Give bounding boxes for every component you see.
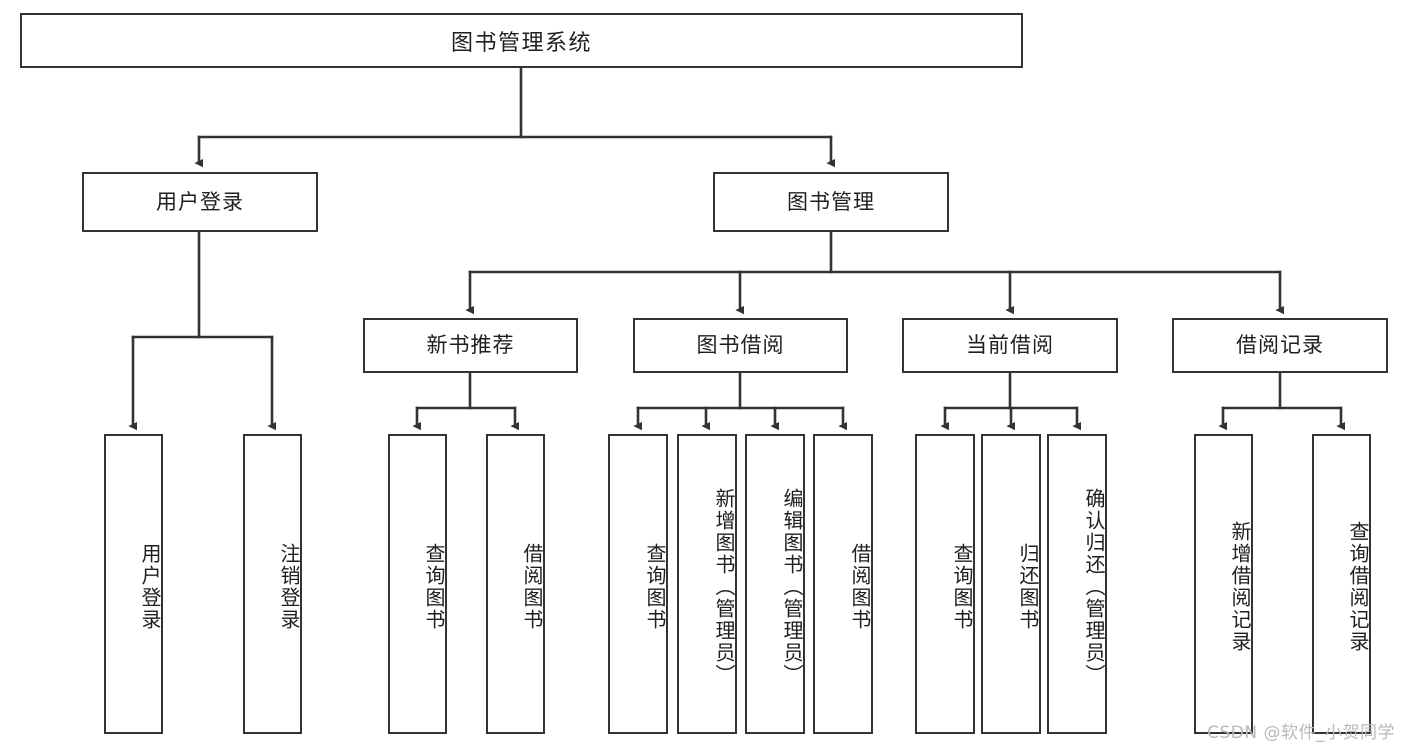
node-label: 确认归还（管理员） bbox=[1082, 488, 1106, 686]
node-label: 查询图书 bbox=[422, 543, 446, 631]
leaf-user-login-signout[interactable]: 注销登录 bbox=[243, 434, 302, 734]
watermark: CSDN @软件_小贺同学 bbox=[1207, 723, 1395, 743]
leaf-user-login-signin[interactable]: 用户登录 bbox=[104, 434, 163, 734]
leaf-newbook-borrow-book[interactable]: 借阅图书 bbox=[486, 434, 545, 734]
leaf-current-query-book[interactable]: 查询图书 bbox=[915, 434, 975, 734]
node-label: 当前借阅 bbox=[966, 333, 1054, 358]
node-label: 归还图书 bbox=[1016, 543, 1040, 631]
node-label: 新书推荐 bbox=[426, 333, 515, 358]
node-current-borrow[interactable]: 当前借阅 bbox=[902, 318, 1118, 373]
node-label: 注销登录 bbox=[277, 543, 301, 631]
node-book-borrow[interactable]: 图书借阅 bbox=[633, 318, 848, 373]
node-book-management[interactable]: 图书管理 bbox=[713, 172, 949, 232]
node-label: 新增借阅记录 bbox=[1228, 521, 1252, 653]
node-user-login[interactable]: 用户登录 bbox=[82, 172, 318, 232]
node-borrow-records[interactable]: 借阅记录 bbox=[1172, 318, 1388, 373]
node-label: 查询图书 bbox=[950, 543, 974, 631]
node-label: 编辑图书（管理员） bbox=[780, 488, 804, 686]
leaf-newbook-query-book[interactable]: 查询图书 bbox=[388, 434, 447, 734]
node-root-book-management-system[interactable]: 图书管理系统 bbox=[20, 13, 1023, 68]
node-label: 借阅图书 bbox=[848, 543, 872, 631]
leaf-borrow-query-book[interactable]: 查询图书 bbox=[608, 434, 668, 734]
node-label: 用户登录 bbox=[138, 543, 162, 631]
node-new-book-recommend[interactable]: 新书推荐 bbox=[363, 318, 578, 373]
node-label: 图书管理 bbox=[787, 189, 875, 214]
node-label: 图书管理系统 bbox=[450, 30, 592, 56]
node-label: 图书借阅 bbox=[696, 333, 785, 358]
leaf-borrow-borrow-book[interactable]: 借阅图书 bbox=[813, 434, 873, 734]
node-label: 查询借阅记录 bbox=[1346, 521, 1370, 653]
leaf-current-return-book[interactable]: 归还图书 bbox=[981, 434, 1041, 734]
leaf-borrow-edit-book-admin[interactable]: 编辑图书（管理员） bbox=[745, 434, 805, 734]
node-label: 用户登录 bbox=[156, 189, 244, 214]
node-label: 借阅记录 bbox=[1236, 333, 1324, 358]
leaf-borrow-add-book-admin[interactable]: 新增图书（管理员） bbox=[677, 434, 737, 734]
leaf-records-query-record[interactable]: 查询借阅记录 bbox=[1312, 434, 1371, 734]
node-label: 查询图书 bbox=[643, 543, 667, 631]
node-label: 新增图书（管理员） bbox=[712, 488, 736, 686]
leaf-records-add-record[interactable]: 新增借阅记录 bbox=[1194, 434, 1253, 734]
leaf-current-confirm-return-admin[interactable]: 确认归还（管理员） bbox=[1047, 434, 1107, 734]
node-label: 借阅图书 bbox=[520, 543, 544, 631]
